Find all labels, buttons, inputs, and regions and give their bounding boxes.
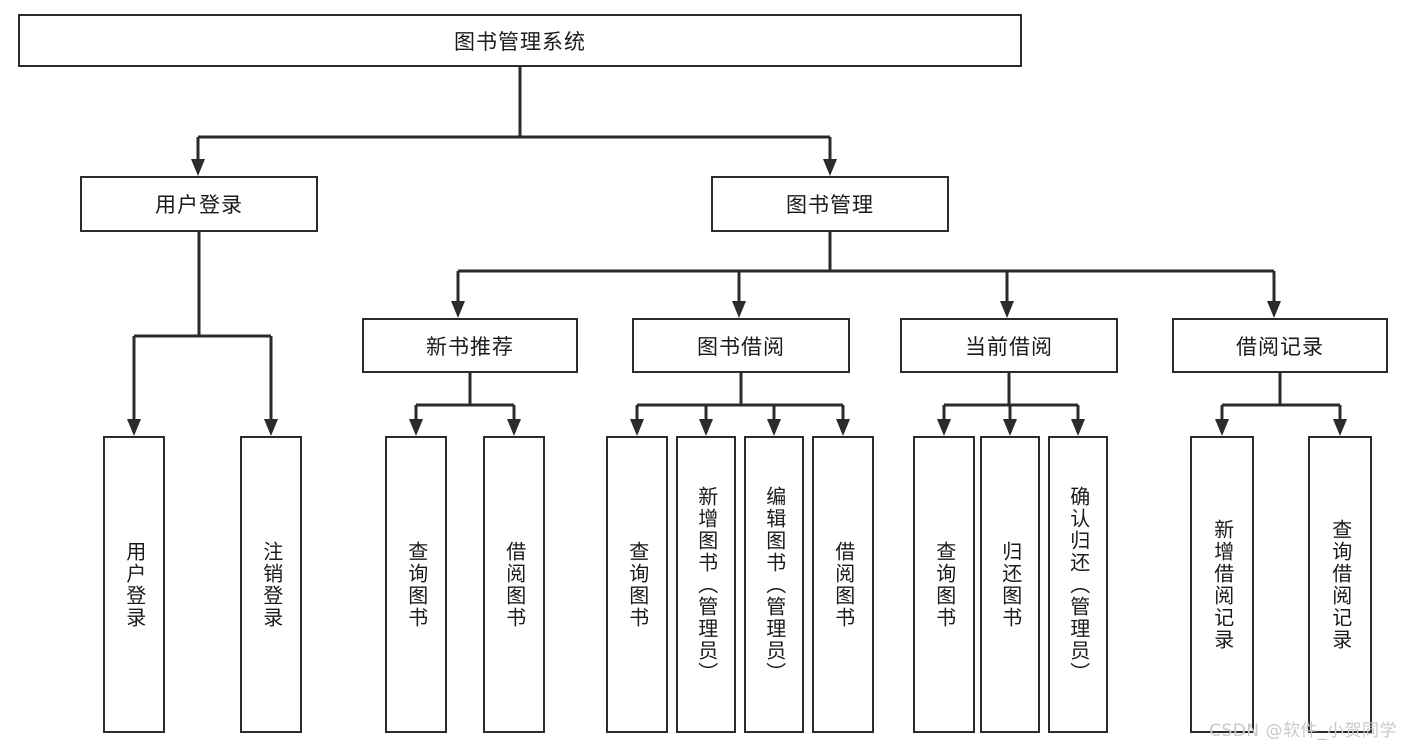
arrowhead — [1071, 419, 1085, 436]
arrowhead — [767, 419, 781, 436]
node-l_b2[interactable]: 借阅图书 — [812, 436, 874, 733]
node-l_q2[interactable]: 查询图书 — [606, 436, 668, 733]
arrowhead — [823, 159, 837, 176]
node-record[interactable]: 借阅记录 — [1172, 318, 1388, 373]
node-label: 归还图书 — [998, 540, 1023, 629]
arrowhead — [937, 419, 951, 436]
node-l_q3[interactable]: 查询图书 — [913, 436, 975, 733]
node-label: 查询图书 — [625, 540, 650, 629]
node-label: 新增借阅记录 — [1210, 518, 1235, 651]
node-label: 借阅图书 — [831, 540, 856, 629]
arrowhead — [630, 419, 644, 436]
node-l_b1[interactable]: 借阅图书 — [483, 436, 545, 733]
node-label: 查询图书 — [404, 540, 429, 629]
node-label: 新增图书（管理员） — [694, 485, 719, 684]
node-l_q1[interactable]: 查询图书 — [385, 436, 447, 733]
node-login[interactable]: 用户登录 — [80, 176, 318, 232]
node-root[interactable]: 图书管理系统 — [18, 14, 1022, 67]
node-label: 新书推荐 — [426, 334, 514, 359]
arrowhead — [732, 301, 746, 318]
node-label: 借阅记录 — [1236, 334, 1324, 359]
node-l_qrec[interactable]: 查询借阅记录 — [1308, 436, 1372, 733]
node-label: 查询借阅记录 — [1328, 518, 1353, 651]
arrowhead — [1003, 419, 1017, 436]
node-current[interactable]: 当前借阅 — [900, 318, 1118, 373]
arrowhead — [1267, 301, 1281, 318]
node-borrow[interactable]: 图书借阅 — [632, 318, 850, 373]
node-label: 当前借阅 — [965, 334, 1053, 359]
arrowhead — [1333, 419, 1347, 436]
node-l_cfm[interactable]: 确认归还（管理员） — [1048, 436, 1108, 733]
node-label: 图书管理系统 — [454, 29, 586, 54]
node-label: 查询图书 — [932, 540, 957, 629]
node-bookmgmt[interactable]: 图书管理 — [711, 176, 949, 232]
node-newrec[interactable]: 新书推荐 — [362, 318, 578, 373]
arrowhead — [836, 419, 850, 436]
node-l_logout[interactable]: 注销登录 — [240, 436, 302, 733]
arrowhead — [409, 419, 423, 436]
arrowhead — [507, 419, 521, 436]
arrowhead — [1215, 419, 1229, 436]
node-label: 借阅图书 — [502, 540, 527, 629]
arrowhead — [451, 301, 465, 318]
arrowhead — [191, 159, 205, 176]
node-l_ret[interactable]: 归还图书 — [980, 436, 1040, 733]
arrowhead — [1000, 301, 1014, 318]
node-l_edit[interactable]: 编辑图书（管理员） — [744, 436, 804, 733]
node-label: 用户登录 — [155, 193, 243, 217]
node-l_login[interactable]: 用户登录 — [103, 436, 165, 733]
node-label: 注销登录 — [259, 540, 284, 629]
arrowhead — [127, 419, 141, 436]
arrowhead — [264, 419, 278, 436]
node-l_addrec[interactable]: 新增借阅记录 — [1190, 436, 1254, 733]
node-label: 编辑图书（管理员） — [762, 485, 787, 684]
node-label: 图书借阅 — [697, 334, 785, 359]
node-label: 图书管理 — [786, 193, 874, 217]
node-label: 用户登录 — [122, 540, 147, 629]
node-l_add[interactable]: 新增图书（管理员） — [676, 436, 736, 733]
node-label: 确认归还（管理员） — [1066, 485, 1091, 684]
arrowhead — [699, 419, 713, 436]
